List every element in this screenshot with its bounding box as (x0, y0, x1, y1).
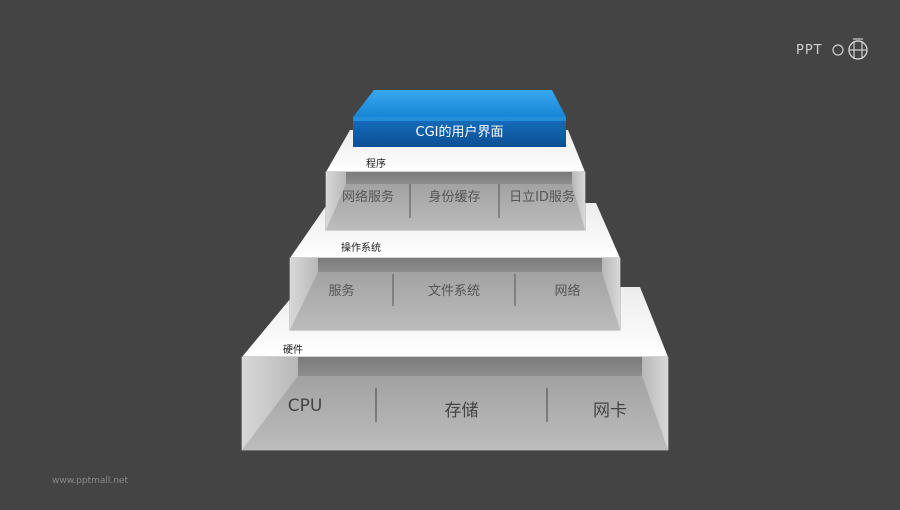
program-inner-back (346, 172, 572, 184)
program-cell-2: 身份缓存 (428, 190, 481, 205)
os-inner-floor (290, 272, 620, 330)
ui-front-face (353, 117, 566, 147)
program-tier-title: 程序 (366, 159, 386, 170)
ui-tier (353, 90, 566, 147)
program-cell-1: 网络服务 (341, 190, 394, 205)
os-inner-back (318, 258, 602, 272)
hardware-tier-title: 硬件 (283, 345, 303, 356)
os-inner-right (602, 258, 620, 330)
program-inner-right (572, 172, 585, 230)
os-cell-2: 文件系统 (427, 284, 480, 299)
ppt-mall-logo-icon: PPT (796, 36, 872, 62)
os-inner-left (290, 258, 318, 330)
hardware-inner-back (298, 357, 642, 376)
ui-tier-label: CGI的用户界面 (415, 125, 504, 140)
ui-front-highlight (353, 117, 566, 121)
footer-url: www.pptmall.net (52, 476, 128, 486)
hardware-cell-2: 存储 (444, 401, 479, 421)
svg-text:PPT: PPT (796, 43, 823, 58)
hardware-inner-right (642, 357, 668, 450)
os-tier-title: 操作系统 (341, 243, 381, 254)
hardware-inner-floor (242, 376, 668, 450)
os-cell-3: 网络 (554, 284, 581, 299)
hardware-inner-left (242, 357, 298, 450)
program-inner-floor (326, 184, 585, 230)
os-cell-1: 服务 (328, 284, 355, 299)
hardware-cell-1: CPU (287, 396, 323, 416)
ui-top-face (353, 90, 566, 117)
program-cell-3: 日立ID服务 (509, 190, 575, 205)
hardware-cell-3: 网卡 (593, 401, 627, 421)
program-inner-left (326, 172, 346, 230)
